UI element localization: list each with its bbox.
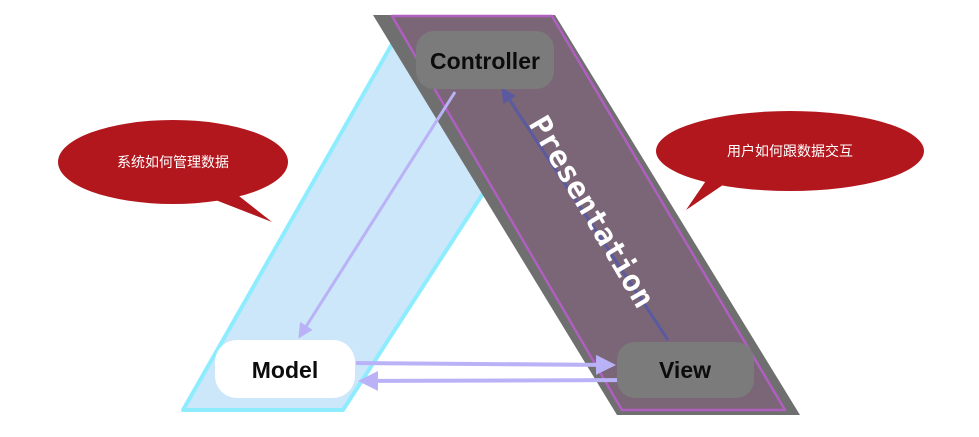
left-callout-body bbox=[58, 120, 288, 204]
controller-label: Controller bbox=[430, 48, 540, 74]
left-callout-text: 系统如何管理数据 bbox=[117, 155, 229, 171]
right-callout: 用户如何跟数据交互 bbox=[656, 111, 924, 210]
presentation-band-inner bbox=[390, 14, 787, 412]
model-node bbox=[215, 340, 355, 398]
model-label: Model bbox=[252, 357, 318, 383]
view-to-controller-arrow bbox=[501, 87, 670, 341]
left-callout: 系统如何管理数据 bbox=[58, 120, 288, 222]
right-callout-text: 用户如何跟数据交互 bbox=[727, 143, 853, 160]
model-to-view-arrow bbox=[355, 354, 616, 375]
view-label: View bbox=[659, 357, 711, 383]
view-to-model-arrow bbox=[358, 370, 641, 391]
view-node bbox=[617, 342, 754, 398]
controller-to-model-arrow bbox=[298, 91, 457, 339]
right-callout-body bbox=[656, 111, 924, 191]
controller-node bbox=[416, 31, 554, 89]
